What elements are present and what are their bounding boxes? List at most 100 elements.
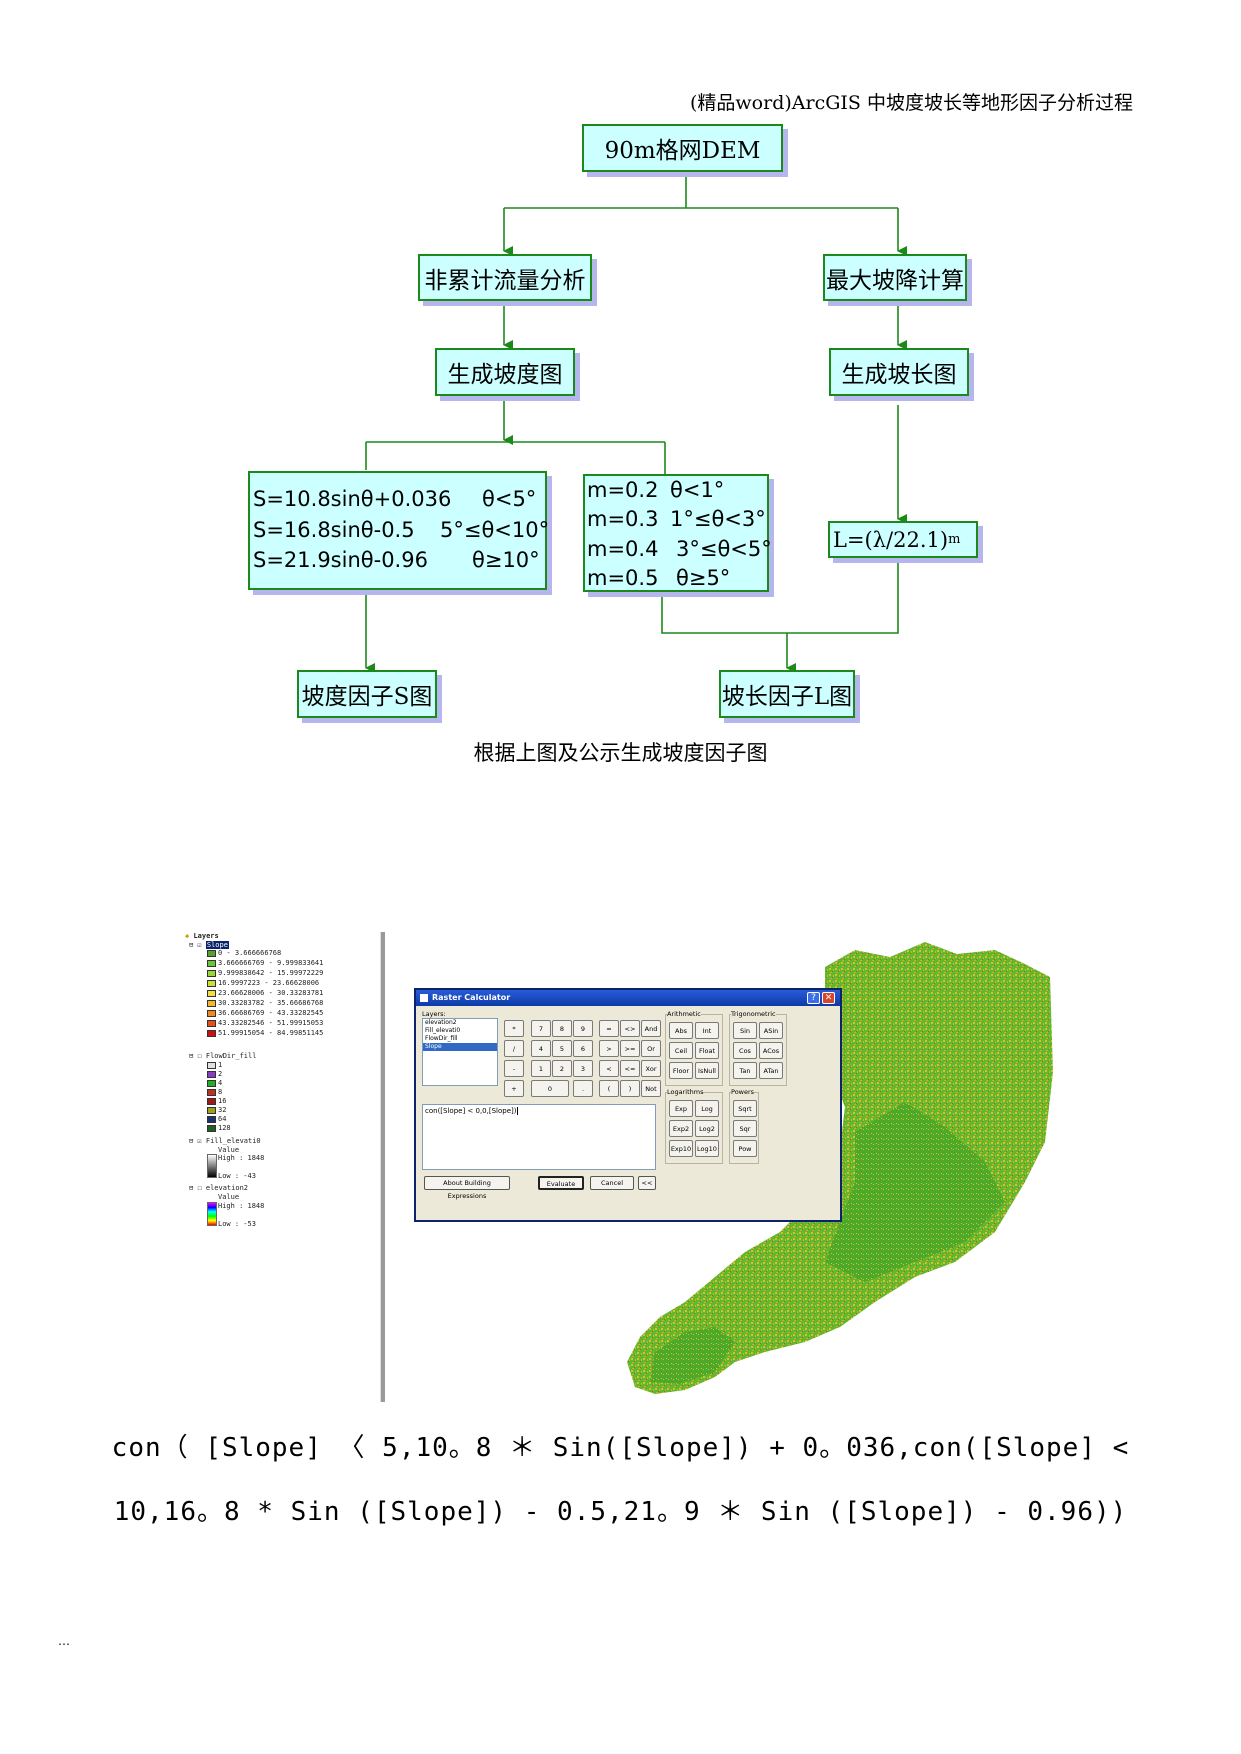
legend-swatch: [207, 1089, 216, 1096]
layer-list-item[interactable]: elevation2: [425, 1019, 457, 1026]
key-button[interactable]: >=: [620, 1040, 640, 1057]
help-button[interactable]: ?: [807, 992, 820, 1004]
function-button[interactable]: Log: [695, 1100, 719, 1117]
key-button[interactable]: And: [641, 1020, 661, 1037]
key-button[interactable]: 1: [531, 1060, 551, 1077]
key-button[interactable]: .: [573, 1080, 593, 1097]
logarithm-label: Logarithms: [667, 1088, 704, 1096]
layer-list-item[interactable]: FlowDir_fill: [425, 1035, 458, 1042]
function-button[interactable]: Abs: [669, 1022, 693, 1039]
legend-swatch: [207, 960, 216, 967]
function-button[interactable]: Float: [695, 1042, 719, 1059]
function-button[interactable]: Tan: [733, 1062, 757, 1079]
key-button[interactable]: =: [599, 1020, 619, 1037]
function-button[interactable]: IsNull: [695, 1062, 719, 1079]
about-expressions-button[interactable]: About Building Expressions: [424, 1176, 510, 1200]
key-button[interactable]: 4: [531, 1040, 551, 1057]
key-button[interactable]: 8: [552, 1020, 572, 1037]
key-button[interactable]: <=: [620, 1060, 640, 1077]
dialog-titlebar[interactable]: Raster Calculator: [416, 990, 840, 1006]
key-button[interactable]: 3: [573, 1060, 593, 1077]
key-button[interactable]: *: [504, 1020, 524, 1037]
legend-label: 23.66628006 - 30.33283781: [218, 989, 324, 997]
function-button[interactable]: Log10: [695, 1140, 719, 1157]
m-eq-4: m=0.5: [587, 566, 659, 590]
key-button[interactable]: +: [504, 1080, 524, 1097]
elev-ramp: [207, 1202, 217, 1226]
legend-label: 128: [218, 1124, 231, 1132]
key-button[interactable]: 6: [573, 1040, 593, 1057]
function-button[interactable]: Exp2: [669, 1120, 693, 1137]
key-button[interactable]: ): [620, 1080, 640, 1097]
legend-swatch: [207, 1098, 216, 1105]
powers-label: Powers: [731, 1088, 755, 1096]
key-button[interactable]: >: [599, 1040, 619, 1057]
box-max-slope: 最大坡降计算: [823, 254, 967, 301]
key-button[interactable]: 5: [552, 1040, 572, 1057]
function-button[interactable]: Exp: [669, 1100, 693, 1117]
s-eq-1: S=10.8sinθ+0.036: [253, 487, 452, 511]
key-button[interactable]: 0: [531, 1080, 569, 1097]
function-button[interactable]: Log2: [695, 1120, 719, 1137]
key-button[interactable]: -: [504, 1060, 524, 1077]
legend-swatch: [207, 1116, 216, 1123]
key-button[interactable]: Xor: [641, 1060, 661, 1077]
panel-splitter[interactable]: [380, 932, 385, 1402]
key-button[interactable]: Or: [641, 1040, 661, 1057]
m-cond-3: 3°≤θ<5°: [676, 537, 772, 561]
legend-label: 16.9997223 - 23.66628006: [218, 979, 320, 987]
collapse-button[interactable]: <<: [638, 1176, 656, 1190]
connector-top: [504, 176, 898, 209]
legend-swatch: [207, 1107, 216, 1114]
key-button[interactable]: 2: [552, 1060, 572, 1077]
function-button[interactable]: ATan: [759, 1062, 783, 1079]
legend-swatch: [207, 1030, 216, 1037]
legend-swatch: [207, 1020, 216, 1027]
close-button[interactable]: ✕: [822, 992, 835, 1004]
function-button[interactable]: Pow: [733, 1140, 757, 1157]
expression-box[interactable]: con([Slope] < 0,0,[Slope]): [422, 1104, 656, 1170]
layer-list-item[interactable]: Slope: [423, 1043, 497, 1051]
m-cond-1: θ<1°: [670, 478, 725, 502]
function-button[interactable]: Exp10: [669, 1140, 693, 1157]
toc-fill-layer[interactable]: ⊟ ☑ Fill_elevati0: [189, 1137, 261, 1145]
cancel-button[interactable]: Cancel: [590, 1176, 634, 1190]
dialog-app-icon: [420, 994, 428, 1002]
layer-list-item[interactable]: Fill_elevati0: [425, 1027, 461, 1034]
footer-ellipsis: …: [58, 1634, 70, 1648]
function-button[interactable]: Floor: [669, 1062, 693, 1079]
s-eq-2: S=16.8sinθ-0.5: [253, 518, 415, 542]
legend-label: 64: [218, 1115, 227, 1123]
legend-label: 4: [218, 1079, 223, 1087]
function-button[interactable]: Int: [695, 1022, 719, 1039]
key-button[interactable]: 9: [573, 1020, 593, 1037]
fill-low: Low : -43: [218, 1172, 256, 1180]
key-button[interactable]: Not: [641, 1080, 661, 1097]
function-button[interactable]: Ceil: [669, 1042, 693, 1059]
function-button[interactable]: ASin: [759, 1022, 783, 1039]
evaluate-button[interactable]: Evaluate: [538, 1176, 584, 1190]
function-button[interactable]: Sqrt: [733, 1100, 757, 1117]
box-s-formula: S=10.8sinθ+0.036 θ<5° S=16.8sinθ-0.5 5°≤…: [248, 471, 549, 590]
legend-swatch: [207, 1125, 216, 1132]
s-eq-3: S=21.9sinθ-0.96: [253, 548, 428, 572]
key-button[interactable]: <>: [620, 1020, 640, 1037]
function-button[interactable]: Sin: [733, 1022, 757, 1039]
legend-label: 32: [218, 1106, 227, 1114]
key-button[interactable]: /: [504, 1040, 524, 1057]
l-formula-exponent: m: [948, 532, 961, 547]
key-button[interactable]: (: [599, 1080, 619, 1097]
function-button[interactable]: Sqr: [733, 1120, 757, 1137]
key-button[interactable]: 7: [531, 1020, 551, 1037]
toc-elevation-layer[interactable]: ⊟ ☐ elevation2: [189, 1184, 249, 1192]
toc-flowdir-layer[interactable]: ⊟ ☐ FlowDir_fill: [189, 1052, 257, 1060]
key-button[interactable]: <: [599, 1060, 619, 1077]
function-button[interactable]: ACos: [759, 1042, 783, 1059]
legend-swatch: [207, 1010, 216, 1017]
function-button[interactable]: Cos: [733, 1042, 757, 1059]
l-formula-text: L=(λ/22.1): [833, 527, 949, 552]
toc-slope-layer[interactable]: ⊟ ☑ Slope: [189, 941, 229, 949]
box-l-formula: L=(λ/22.1)m: [828, 521, 978, 558]
